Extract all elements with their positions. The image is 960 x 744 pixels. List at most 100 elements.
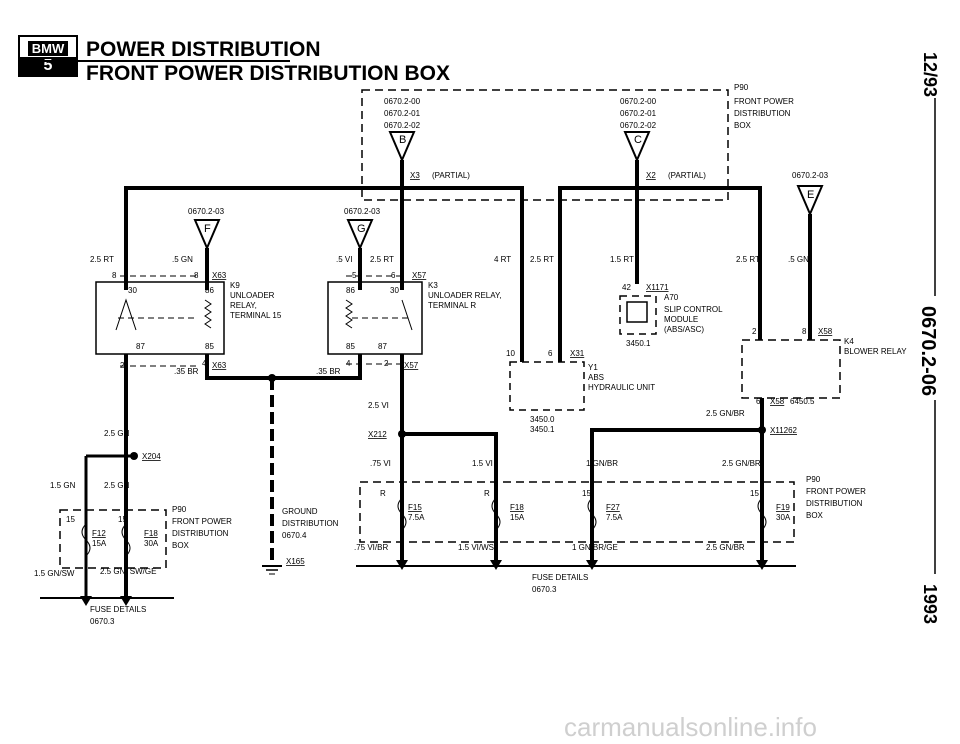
k3-name-3: TERMINAL R [428,301,476,310]
k9-pin-top-right: 8 [194,271,199,280]
a70-ref: 3450.1 [626,339,651,348]
a70-line-1: A70 [664,293,679,302]
page-title: POWER DISTRIBUTION [86,38,321,61]
k9-relay: 2.5 RT .5 GN 8 8 X63 30 86 87 85 K9 UNLO… [90,255,282,376]
a70-module: 1.5 RT 42 X1171 A70 SLIP CONTROL MODULE … [610,255,723,348]
k9-name-4: TERMINAL 15 [230,311,282,320]
abs-pin-left: 10 [506,349,515,358]
wire-1-5-vi-ws: 1.5 VI/WS [458,543,494,552]
fusebox-right-line-4: BOX [806,511,824,520]
fusebox-left-details-2: 0670.3 [90,617,115,626]
fuse-r2-pin: R [484,489,490,498]
conn-f-letter: F [204,223,211,235]
fusebox-right-line-1: P90 [806,475,821,484]
wire-2-5-gn: 2.5 GN [104,429,130,438]
a70-line-2: SLIP CONTROL [664,305,723,314]
fuse-l1-id: F12 [92,529,106,538]
fuse-r3-rating: 7.5A [606,513,623,522]
fusebox-right-line-2: FRONT POWER [806,487,866,496]
k9-pin-85: 85 [205,342,214,351]
fuse-l1-rating: 15A [92,539,107,548]
wire-1-gn-br-ge: 1 GN/BR/GE [572,543,618,552]
fusebox-left-details-1: FUSE DETAILS [90,605,146,614]
conn-e-ref: 0670.2-03 [792,171,829,180]
fuse-r3-id: F27 [606,503,620,512]
a70-pin: 42 [622,283,631,292]
k3-wire-bot: .35 BR [316,367,341,376]
side-date: 12/93 [920,52,940,97]
wire-2-5-gn-br-c: 2.5 GN/BR [706,543,745,552]
fusebox-left-line-1: P90 [172,505,187,514]
wire-1-5-vi: 1.5 VI [472,459,493,468]
k3-name-2: UNLOADER RELAY, [428,291,502,300]
connector-b: 0670.2-00 0670.2-01 0670.2-02 B X3 (PART… [384,97,470,180]
k3-conn-top: X57 [412,271,427,280]
k4-conn: X58 [818,327,833,336]
fusebox-right-details-2: 0670.3 [532,585,557,594]
k3-pin-top-right: 6 [391,271,396,280]
fusebox-left-line-4: BOX [172,541,190,550]
k4-line-1: K4 [844,337,854,346]
wire-2-5-gn-br-b: 2.5 GN/BR [722,459,761,468]
conn-c-id: X2 [646,171,656,180]
wire-2-5-rt-mid: 2.5 RT [530,255,554,264]
wire-4-rt: 4 RT [494,255,511,264]
k3-name-1: K3 [428,281,438,290]
fusebox-left-line-3: DISTRIBUTION [172,529,229,538]
k9-name-3: RELAY, [230,301,257,310]
conn-b-id: X3 [410,171,420,180]
page-subtitle: FRONT POWER DISTRIBUTION BOX [86,62,450,85]
k3-pin-top-left: 5 [352,271,357,280]
k9-wire-top-left: 2.5 RT [90,255,114,264]
splice-x11262: X11262 [770,426,798,435]
conn-c-ref-1: 0670.2-00 [620,97,657,106]
wire-1-gn-br: 1 GN/BR [586,459,618,468]
conn-c-letter: C [634,134,642,146]
k9-name-2: UNLOADER [230,291,275,300]
abs-line-1: Y1 [588,363,598,372]
ground-line-3: 0670.4 [282,531,307,540]
fuse-r2-rating: 15A [510,513,525,522]
k3-pin-86: 86 [346,286,355,295]
wire-5-gn-right: .5 GN [788,255,809,264]
fuse-r4-pin: 15 [750,489,759,498]
wire-1-5-rt: 1.5 RT [610,255,634,264]
k9-pin-top-left: 8 [112,271,117,280]
connector-f: 0670.2-03 F [188,207,225,251]
fuse-r2-id: F18 [510,503,524,512]
conn-b-letter: B [399,134,406,146]
k4-pin-top-right: 8 [802,327,807,336]
k9-pin-30: 30 [128,286,137,295]
abs-conn: X31 [570,349,585,358]
k4-line-2: BLOWER RELAY [844,347,907,356]
k9-conn-bot: X63 [212,361,227,370]
conn-b-ref-1: 0670.2-00 [384,97,421,106]
k9-pin-bot-right: 4 [202,359,207,368]
ground-distribution: GROUND DISTRIBUTION 0670.4 X165 [262,507,339,575]
a70-line-4: (ABS/ASC) [664,325,704,334]
k3-pin-87: 87 [378,342,387,351]
connector-c: 0670.2-00 0670.2-01 0670.2-02 C X2 (PART… [620,97,706,180]
abs-ref-2: 3450.1 [530,425,555,434]
fuse-l2-pin: 15 [118,515,127,524]
k9-wire-bot: .35 BR [174,367,199,376]
conn-b-ref-2: 0670.2-01 [384,109,421,118]
fusebox-left-line-2: FRONT POWER [172,517,232,526]
conn-b-note: (PARTIAL) [432,171,470,180]
logo-series: 5 [18,57,78,77]
k3-wire-top-right: 2.5 RT [370,255,394,264]
fusebox-right-details-1: FUSE DETAILS [532,573,588,582]
watermark: carmanualsonline.info [564,712,817,742]
fusebox-left: 15 F12 15A 15 F18 30A P90 FRONT POWER DI… [34,505,232,626]
k3-conn-bot: X57 [404,361,419,370]
main-bus [124,160,812,350]
abs-ref-1: 3450.0 [530,415,555,424]
ground-conn: X165 [286,557,305,566]
fusebox-right-line-3: DISTRIBUTION [806,499,863,508]
abs-line-2: ABS [588,373,604,382]
abs-line-3: HYDRAULIC UNIT [588,383,655,392]
connector-g: 0670.2-03 G [344,207,381,251]
k3-wire-top-left: .5 VI [336,255,352,264]
fuse-l2-rating: 30A [144,539,159,548]
fuse-r1-rating: 7.5A [408,513,425,522]
